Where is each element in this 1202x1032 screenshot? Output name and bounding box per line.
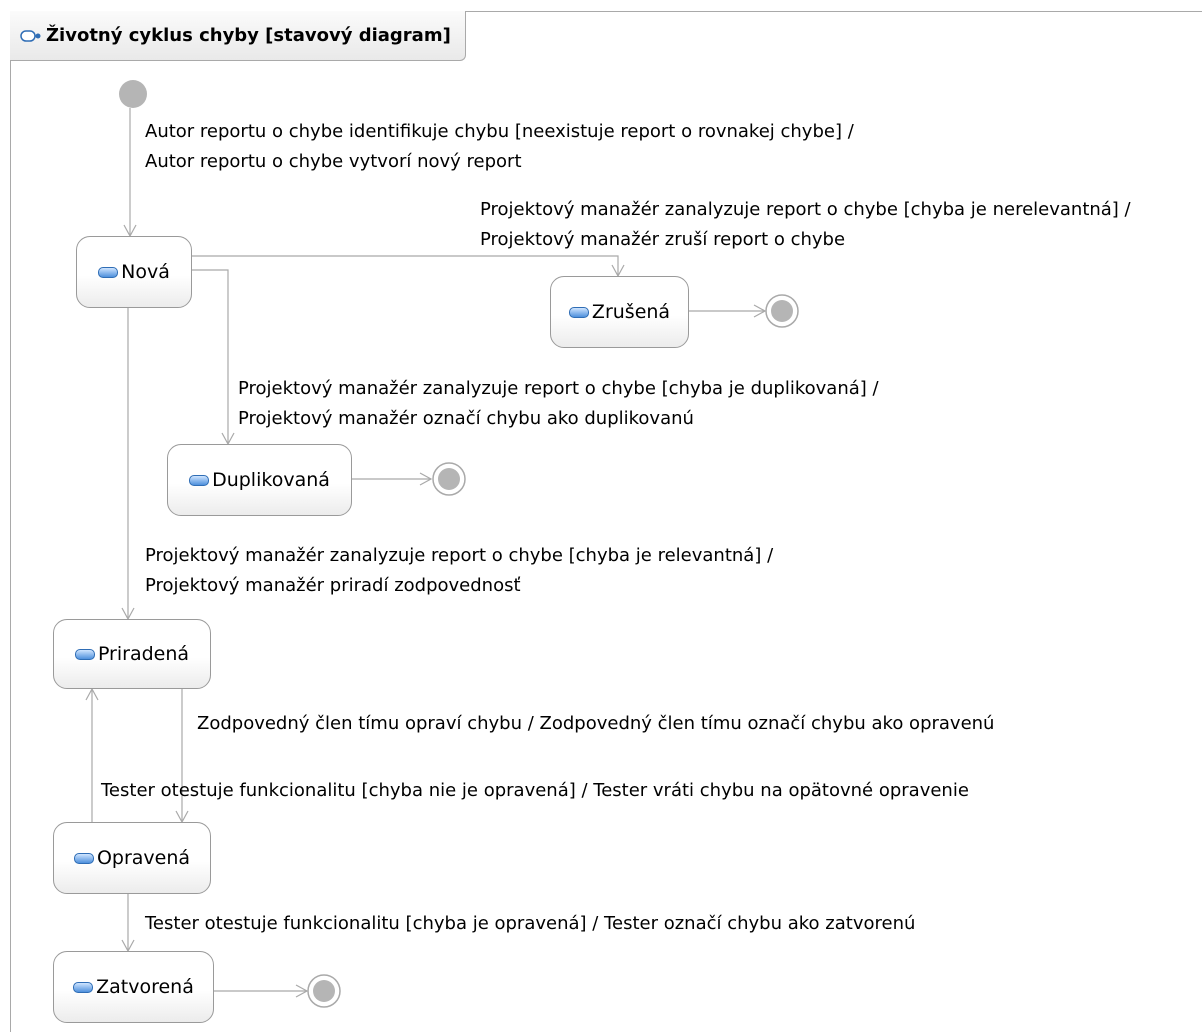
state-zatvorena[interactable]: Zatvorená bbox=[53, 951, 214, 1023]
state-label: Opravená bbox=[96, 847, 191, 869]
state-priradena[interactable]: Priradená bbox=[53, 619, 211, 689]
final-state-zrusena[interactable] bbox=[765, 294, 799, 328]
label-line: Projektový manažér zanalyzuje report o c… bbox=[145, 545, 774, 566]
state-zrusena[interactable]: Zrušená bbox=[550, 276, 689, 348]
label-line: Projektový manažér označí chybu ako dupl… bbox=[238, 408, 694, 429]
state-diagram-icon bbox=[20, 29, 41, 42]
final-state-zatvorena[interactable] bbox=[307, 974, 341, 1008]
state-icon bbox=[189, 474, 210, 486]
initial-pseudostate[interactable] bbox=[119, 80, 147, 108]
final-state-duplikovana[interactable] bbox=[432, 462, 466, 496]
state-opravena[interactable]: Opravená bbox=[53, 822, 211, 894]
transition-nova-to-zrusena[interactable] bbox=[192, 255, 619, 276]
transition-label-nova-to-priradena: Projektový manažér zanalyzuje report o c… bbox=[145, 541, 773, 601]
transition-label-initial-to-nova: Autor reportu o chybe identifikuje chybu… bbox=[145, 117, 854, 177]
state-label: Nová bbox=[121, 261, 170, 283]
label-line: Autor reportu o chybe identifikuje chybu… bbox=[145, 121, 854, 142]
state-nova[interactable]: Nová bbox=[76, 236, 192, 308]
label-line: Autor reportu o chybe vytvorí nový repor… bbox=[145, 151, 522, 172]
diagram-title: Životný cyklus chyby [stavový diagram] bbox=[46, 25, 451, 46]
state-icon bbox=[568, 306, 589, 318]
state-icon bbox=[73, 852, 94, 864]
arrowhead bbox=[295, 984, 309, 998]
frame-border-left bbox=[10, 11, 11, 1032]
transition-label-opravena-to-priradena: Tester otestuje funkcionalitu [chyba nie… bbox=[101, 776, 969, 806]
state-icon bbox=[73, 981, 94, 993]
transition-label-priradena-to-opravena: Zodpovedný člen tímu opraví chybu / Zodp… bbox=[197, 709, 994, 739]
label-line: Projektový manažér zanalyzuje report o c… bbox=[238, 378, 879, 399]
label-line: Zodpovedný člen tímu opraví chybu / Zodp… bbox=[197, 713, 995, 734]
arrowhead bbox=[419, 472, 433, 486]
label-line: Projektový manažér zruší report o chybe bbox=[480, 229, 846, 250]
state-icon bbox=[98, 266, 119, 278]
arrowhead bbox=[753, 304, 767, 318]
transition-label-opravena-to-zatvorena: Tester otestuje funkcionalitu [chyba je … bbox=[145, 909, 915, 939]
label-line: Tester otestuje funkcionalitu [chyba nie… bbox=[101, 780, 969, 801]
state-duplikovana[interactable]: Duplikovaná bbox=[167, 444, 352, 516]
state-label: Zatvorená bbox=[96, 976, 194, 998]
state-icon bbox=[74, 648, 95, 660]
state-label: Duplikovaná bbox=[212, 469, 330, 491]
state-label: Zrušená bbox=[591, 301, 671, 323]
transition-label-nova-to-duplikovana: Projektový manažér zanalyzuje report o c… bbox=[238, 374, 879, 434]
label-line: Projektový manažér zanalyzuje report o c… bbox=[480, 199, 1131, 220]
label-line: Projektový manažér priradí zodpovednosť bbox=[145, 575, 521, 596]
transition-nova-to-duplikovana[interactable] bbox=[192, 269, 229, 444]
arrowhead bbox=[85, 687, 99, 701]
transition-label-nova-to-zrusena: Projektový manažér zanalyzuje report o c… bbox=[480, 195, 1131, 255]
label-line: Tester otestuje funkcionalitu [chyba je … bbox=[145, 913, 916, 934]
diagram-title-tab[interactable]: Životný cyklus chyby [stavový diagram] bbox=[10, 11, 466, 61]
frame-border-top bbox=[10, 11, 1202, 12]
state-label: Priradená bbox=[97, 643, 190, 665]
